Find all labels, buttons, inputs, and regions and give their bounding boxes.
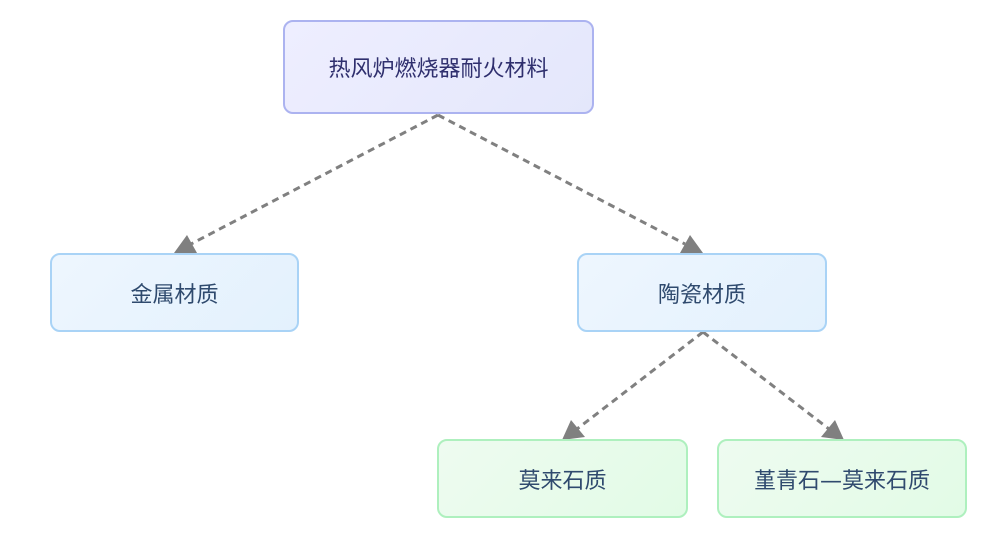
node-metal-label: 金属材质 (130, 282, 219, 308)
edge-ceramic-cordierite (702, 330, 844, 440)
node-metal[interactable]: 金属材质 (50, 253, 299, 332)
node-cordierite-mullite-label: 堇青石—莫来石质 (753, 468, 930, 494)
arrowhead-metal (174, 235, 197, 253)
node-root[interactable]: 热风炉燃烧器耐火材料 (283, 20, 594, 114)
arrowhead-mullite (562, 420, 585, 440)
node-mullite-label: 莫来石质 (518, 468, 607, 494)
node-mullite[interactable]: 莫来石质 (437, 439, 688, 518)
node-ceramic[interactable]: 陶瓷材质 (577, 253, 827, 332)
node-ceramic-label: 陶瓷材质 (657, 282, 746, 308)
arrowhead-cordierite (821, 420, 844, 440)
node-cordierite-mullite[interactable]: 堇青石—莫来石质 (717, 439, 967, 518)
edge-ceramic-mullite (562, 330, 704, 440)
arrowhead-ceramic (680, 235, 703, 253)
node-root-label: 热风炉燃烧器耐火材料 (328, 57, 549, 82)
edge-root-metal (174, 113, 439, 253)
edge-root-ceramic (437, 113, 703, 253)
